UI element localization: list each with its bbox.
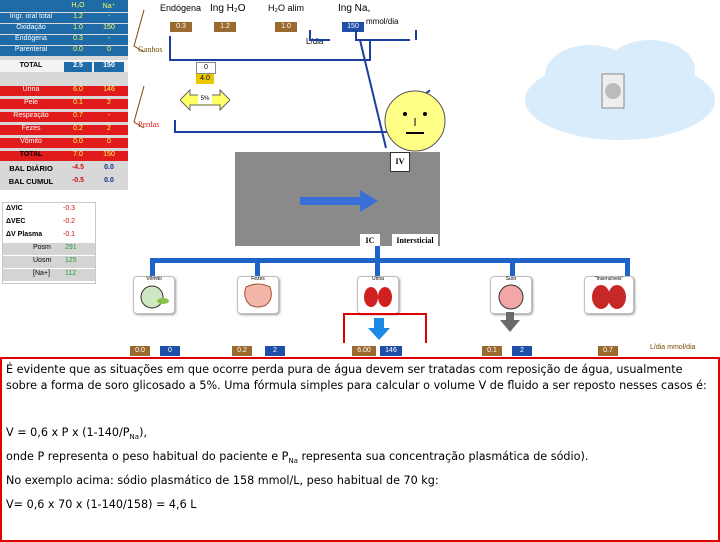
ic-arrow-icon (300, 190, 378, 212)
perdas-label: Perdas (138, 120, 160, 129)
intestine-icon: Fezes (237, 276, 279, 314)
sweat-icon: Suor (490, 276, 532, 314)
total-gain-row: TOTAL 2.5 150 (0, 60, 128, 72)
bal-diario-row: BAL DIÁRIO -4.5 0.0 (9, 164, 114, 173)
urine-h2o: 6.00 (352, 346, 376, 356)
intersticial-label: Intersticial (392, 234, 438, 248)
sweat-na: 2 (512, 346, 532, 356)
l-dia-label: L/dia (306, 37, 324, 46)
vomit-icon: Vômito (133, 276, 175, 314)
feces-na: 2 (265, 346, 285, 356)
table-row: Vômito 0.0 0 (0, 138, 128, 148)
h2o-header: H₂O (71, 2, 85, 9)
vomit-h2o: 0.0 (130, 346, 150, 356)
formula-example: V= 0,6 x 70 x (1-140/158) = 4,6 L (6, 498, 197, 511)
glucose-label: 5% (198, 94, 212, 104)
endogena-value: 0.3 (170, 22, 192, 32)
feces-h2o: 0.2 (232, 346, 252, 356)
ing-h2o-label: Ing H₂O (210, 3, 246, 14)
sweat-h2o: 0.1 (482, 346, 502, 356)
mmol-dia-label: mmol/dia (366, 17, 399, 26)
table-header: H₂O Na⁺ (0, 0, 128, 12)
table-row: Ingr. oral total 1.2 - (0, 13, 128, 23)
paragraph-example: No exemplo acima: sódio plasmático de 15… (6, 474, 439, 487)
total-loss-row: TOTAL 7.0 150 (0, 151, 128, 161)
table-row: Urina 6.0 146 (0, 86, 128, 96)
input-box-b: 4.0 (196, 74, 214, 84)
endogena-label: Endógena (160, 3, 202, 13)
table-row: ΔVEC -0.2 (6, 218, 76, 225)
ing-na-value: 150 (342, 22, 364, 32)
urine-na: 146 (380, 346, 402, 356)
table-row: ΔVIC -0.3 (6, 205, 76, 212)
flow-lines (133, 9, 430, 133)
vomit-na: 0 (160, 346, 180, 356)
table-row: ΔV Plasma -0.1 (6, 231, 76, 238)
table-row: Oxidação 1.0 150 (0, 24, 128, 34)
distribution-bar (150, 258, 630, 263)
iv-label: IV (390, 152, 410, 172)
paragraph-intro: É evidente que as situações em que ocorr… (6, 363, 707, 392)
table-row: Respiração 0.7 - (0, 112, 128, 122)
paragraph-definition: onde P representa o peso habitual do pac… (6, 450, 589, 466)
explanation-box (0, 357, 720, 542)
water-balance-table: H₂O Na⁺ Ingr. oral total 1.2 - Oxidação … (0, 0, 128, 190)
h2o-alim-label: H₂O alim (268, 3, 304, 13)
na-header: Na⁺ (102, 3, 116, 10)
ing-na-label: Ing Na, (338, 3, 371, 14)
table-row: Parenteral 0.0 0 (0, 46, 128, 56)
kidney-icon: Urina (357, 276, 399, 314)
down-arrow-icon (368, 318, 390, 340)
sodium-arrow-icon (359, 39, 387, 149)
lungs-icon: "Insensíveis" (584, 276, 634, 314)
h2o-alim-value: 1.0 (275, 22, 297, 32)
down-arrow-icon (500, 312, 520, 332)
patient-face-icon (384, 90, 446, 152)
table-row: Fezes 0.2 2 (0, 125, 128, 135)
volume-table: ΔVIC -0.3 ΔVEC -0.2 ΔV Plasma -0.1 Posm … (2, 202, 96, 284)
table-row: Endógena 0.3 - (0, 35, 128, 45)
input-box-a: 0 (196, 62, 216, 74)
bal-cumul-row: BAL CUMUL -0.5 0.0 (8, 177, 114, 186)
table-row: Pele 0.1 2 (0, 99, 128, 109)
table-row: [Na+] 112 (3, 269, 95, 281)
table-row: Posm 291 (3, 243, 95, 255)
table-row: Uosm 125 (3, 256, 95, 268)
ic-label: IC (360, 234, 380, 248)
cloud-icon (525, 40, 715, 140)
insensible-h2o: 0.7 (598, 346, 618, 356)
formula-general: V = 0,6 x P x (1-140/PNa), (6, 426, 147, 442)
ganhos-label: Ganhos (138, 45, 163, 54)
ing-h2o-value: 1.2 (214, 22, 236, 32)
bottom-unit-label: L/dia mmol/dia (650, 344, 696, 351)
